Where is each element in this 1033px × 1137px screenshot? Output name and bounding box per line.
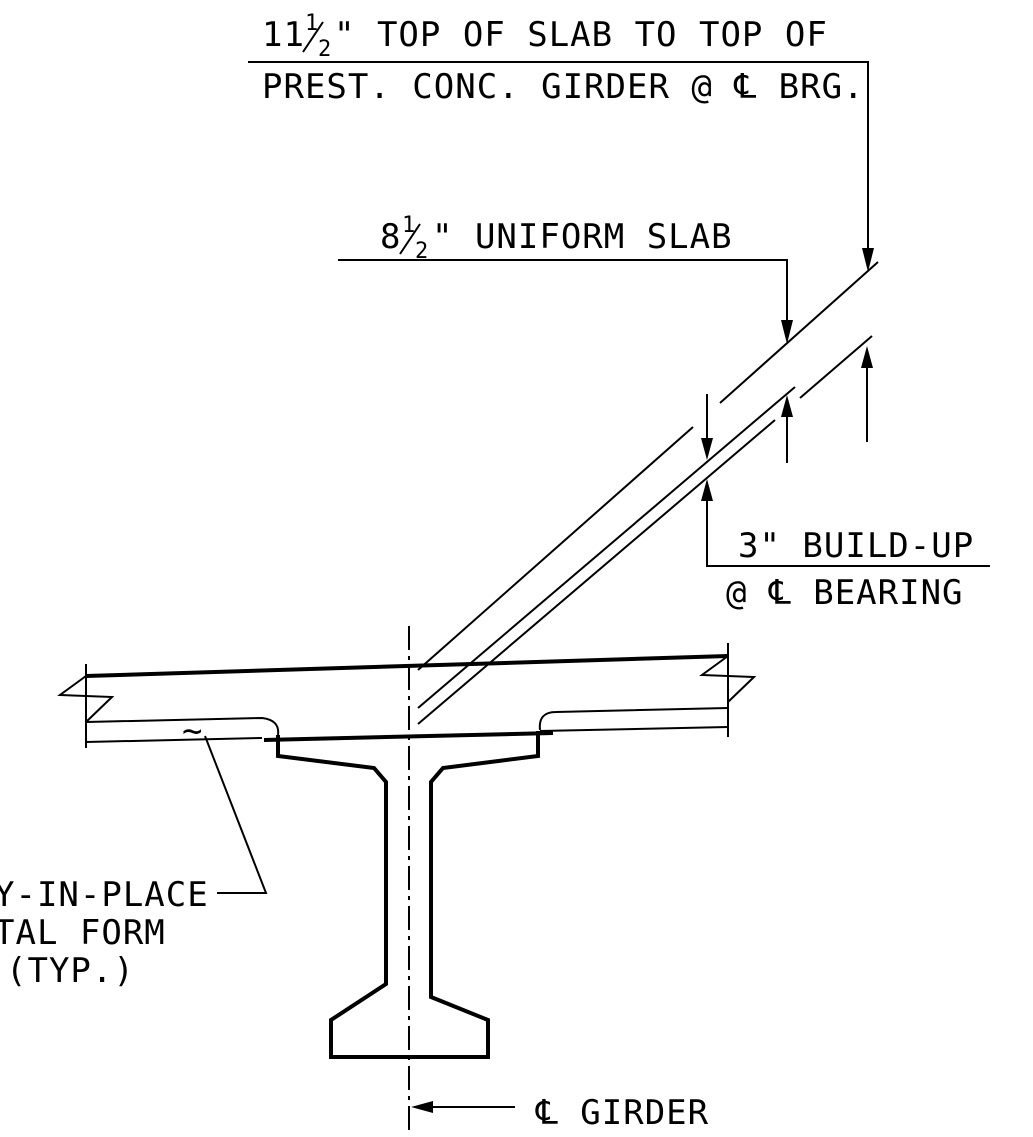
form-note-line3: (TYP.): [6, 951, 135, 991]
right-break-symbol: [699, 655, 757, 703]
form-note-line1: Y-IN-PLACE: [0, 875, 209, 915]
form-note: Y-IN-PLACE TAL FORM (TYP.): [0, 735, 268, 991]
uniform-slab-frac-bar: [399, 223, 421, 255]
uniform-slab-arrowhead: [781, 320, 793, 344]
top-slab-line2: PREST. CONC. GIRDER @ ℄ BRG.: [262, 67, 865, 107]
uniform-slab-frac-den: 2: [415, 239, 428, 264]
top-slab-frac-bar: [302, 21, 324, 53]
slab-top-surface: [85, 654, 729, 678]
slab-top-line-lower: [417, 426, 694, 671]
uniform-slab-text: " UNIFORM SLAB: [432, 217, 733, 257]
slab-right-arrow: [861, 346, 873, 368]
slab-bottom-line-upper: [799, 335, 873, 399]
top-slab-leader: [848, 61, 869, 255]
build-up-line2: @ ℄ BEARING: [726, 573, 964, 613]
right-form-bottom-lower: [539, 726, 729, 732]
build-up-arrow-down: [701, 438, 713, 460]
slab-bottom-line-a: [417, 386, 796, 709]
top-slab-whole: 11: [262, 15, 305, 55]
top-slab-frac-den: 2: [318, 37, 331, 62]
uniform-slab-note: 8 1 2 " UNIFORM SLAB: [338, 213, 793, 344]
top-slab-arrowhead: [862, 248, 874, 272]
left-form-bottom-upper: [85, 716, 280, 736]
build-up-leader: [706, 499, 990, 567]
deck-slab: ~: [57, 643, 757, 751]
left-form-bottom-lower: [85, 737, 263, 743]
girder-centerline: ℄ GIRDER: [408, 626, 709, 1133]
girder-top-arrow: [781, 395, 793, 417]
slab-bottom-line-b: [417, 419, 776, 725]
top-of-slab-note: 11 1 2 " TOP OF SLAB TO TOP OF PREST. CO…: [248, 11, 874, 272]
left-break-symbol: [57, 675, 115, 723]
slab-top-line-upper: [719, 261, 879, 404]
uniform-slab-whole: 8: [380, 217, 401, 257]
cl-girder-label: ℄ GIRDER: [535, 1093, 709, 1133]
top-slab-line1: " TOP OF SLAB TO TOP OF: [334, 15, 828, 55]
uniform-slab-leader: [338, 259, 788, 325]
cl-girder-arrowhead: [411, 1101, 433, 1113]
build-up-line1: 3" BUILD-UP: [738, 526, 974, 566]
skewed-slab: [417, 261, 879, 725]
build-up-dimension: 3" BUILD-UP @ ℄ BEARING: [701, 346, 990, 613]
top-slab-frac-num: 1: [305, 11, 318, 36]
form-leader: [204, 735, 268, 894]
uniform-slab-frac-num: 1: [402, 213, 415, 238]
right-form-bottom-upper: [538, 707, 729, 731]
form-note-line2: TAL FORM: [0, 913, 166, 953]
form-symbol: ~: [182, 711, 203, 751]
build-up-arrow-up: [701, 479, 713, 501]
